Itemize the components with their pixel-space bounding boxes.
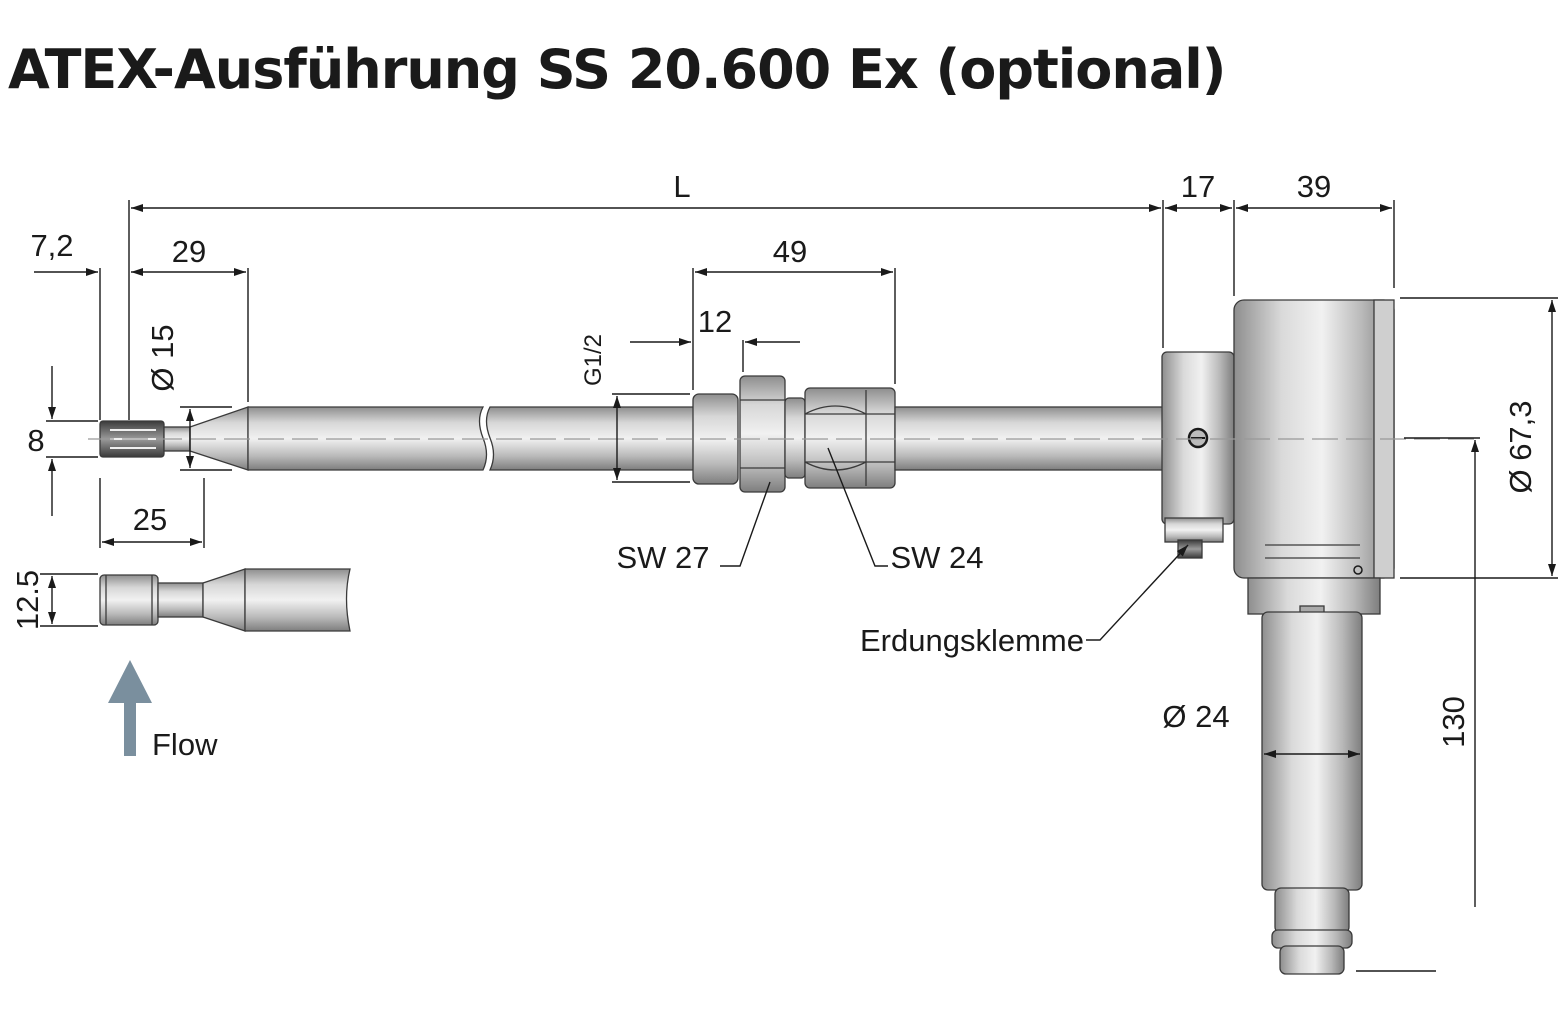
dim-sensor-length: 25 bbox=[133, 502, 167, 537]
callout-labels: SW 27 SW 24 Erdungsklemme Flow bbox=[152, 540, 1084, 762]
dim-housing-neck: 17 bbox=[1181, 169, 1215, 204]
dim-housing-diameter: Ø 67,3 bbox=[1503, 400, 1538, 493]
label-wrench-27: SW 27 bbox=[616, 540, 709, 575]
label-flow: Flow bbox=[152, 727, 218, 762]
label-wrench-24: SW 24 bbox=[890, 540, 983, 575]
probe-assembly bbox=[99, 299, 1395, 975]
label-ground-clamp: Erdungsklemme bbox=[860, 623, 1084, 658]
dim-detail-height: 12.5 bbox=[10, 570, 45, 630]
dim-tip-length: 29 bbox=[172, 234, 206, 269]
dimension-texts: L 17 39 7,2 29 49 12 25 8 12.5 G1/2 Ø 15… bbox=[10, 169, 1538, 748]
dim-probe-diameter: Ø 15 bbox=[145, 324, 180, 391]
dim-fitting-length: 49 bbox=[773, 234, 807, 269]
dim-gland-diameter: Ø 24 bbox=[1162, 699, 1229, 734]
page-title: ATEX-Ausführung SS 20.600 Ex (optional) bbox=[8, 38, 1226, 101]
dim-thread: G1/2 bbox=[580, 334, 607, 386]
dim-thread-length: 12 bbox=[698, 304, 732, 339]
dim-housing-depth: 39 bbox=[1297, 169, 1331, 204]
sensor-detail-view bbox=[99, 568, 351, 632]
dim-tip-offset: 7,2 bbox=[30, 228, 73, 263]
dimension-lines bbox=[34, 200, 1558, 972]
dim-housing-height: 130 bbox=[1436, 696, 1471, 748]
dim-length: L bbox=[673, 169, 690, 204]
flow-arrow bbox=[108, 660, 152, 756]
dim-sensor-height: 8 bbox=[27, 423, 44, 458]
